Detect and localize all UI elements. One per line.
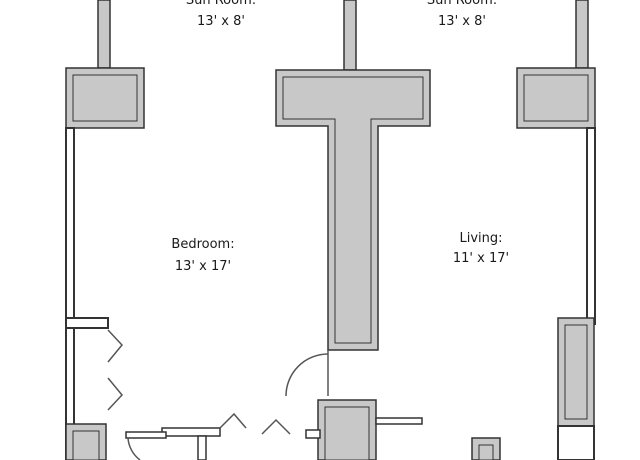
sunroom-right-name: Sun Room:	[427, 0, 497, 8]
wall-stub-left	[97, 0, 111, 69]
living-size: 11' x 17'	[453, 251, 509, 266]
hall-closet-wall	[161, 427, 221, 437]
bifold-door-lower	[107, 377, 123, 411]
sunroom-left-name: Sun Room:	[186, 0, 256, 8]
sunroom-left-size: 13' x 8'	[197, 14, 245, 29]
doors	[107, 329, 329, 460]
living-name: Living:	[459, 231, 502, 246]
closet-wall-left	[65, 317, 109, 329]
bedroom-size: 13' x 17'	[175, 259, 231, 274]
wall-right	[586, 127, 596, 325]
walls	[65, 0, 596, 460]
swing-door-arc-lower	[127, 437, 141, 460]
bifold-door-hall-right	[261, 418, 291, 435]
wall-stub-center	[343, 0, 357, 71]
sunroom-right-size: 13' x 8'	[438, 14, 486, 29]
swing-door-arc	[285, 353, 329, 397]
room-labels: Sun Room: 13' x 8' Sun Room: 13' x 8' Be…	[171, 0, 509, 274]
bifold-door-upper	[107, 329, 123, 363]
wall-left	[65, 127, 75, 460]
bifold-door-hall-left	[219, 412, 247, 429]
bedroom-name: Bedroom:	[171, 237, 234, 252]
wall-stub-right	[575, 0, 589, 69]
